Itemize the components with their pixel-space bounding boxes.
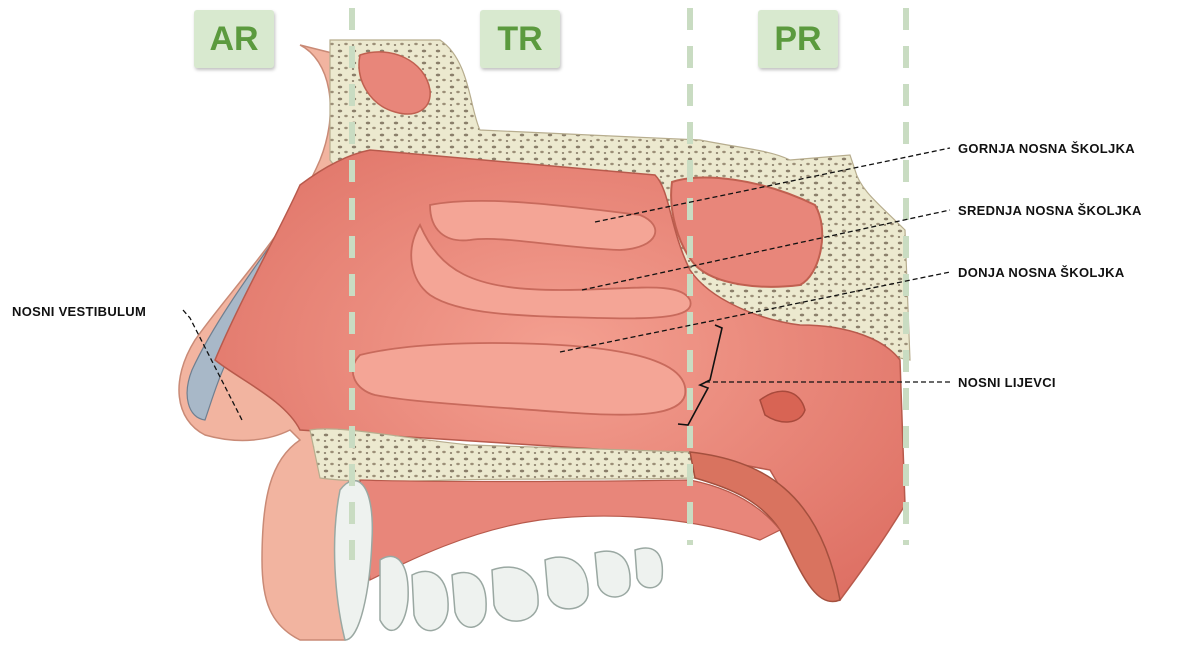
region-label-tr: TR — [480, 10, 560, 68]
label-nosni-vestibulum: NOSNI VESTIBULUM — [12, 304, 146, 319]
region-label-pr: PR — [758, 10, 838, 68]
label-donja-nosna-skoljka: DONJA NOSNA ŠKOLJKA — [958, 265, 1125, 280]
label-srednja-nosna-skoljka: SREDNJA NOSNA ŠKOLJKA — [958, 203, 1142, 218]
label-nosni-lijevci: NOSNI LIJEVCI — [958, 375, 1056, 390]
label-gornja-nosna-skoljka: GORNJA NOSNA ŠKOLJKA — [958, 141, 1135, 156]
region-label-ar: AR — [194, 10, 274, 68]
